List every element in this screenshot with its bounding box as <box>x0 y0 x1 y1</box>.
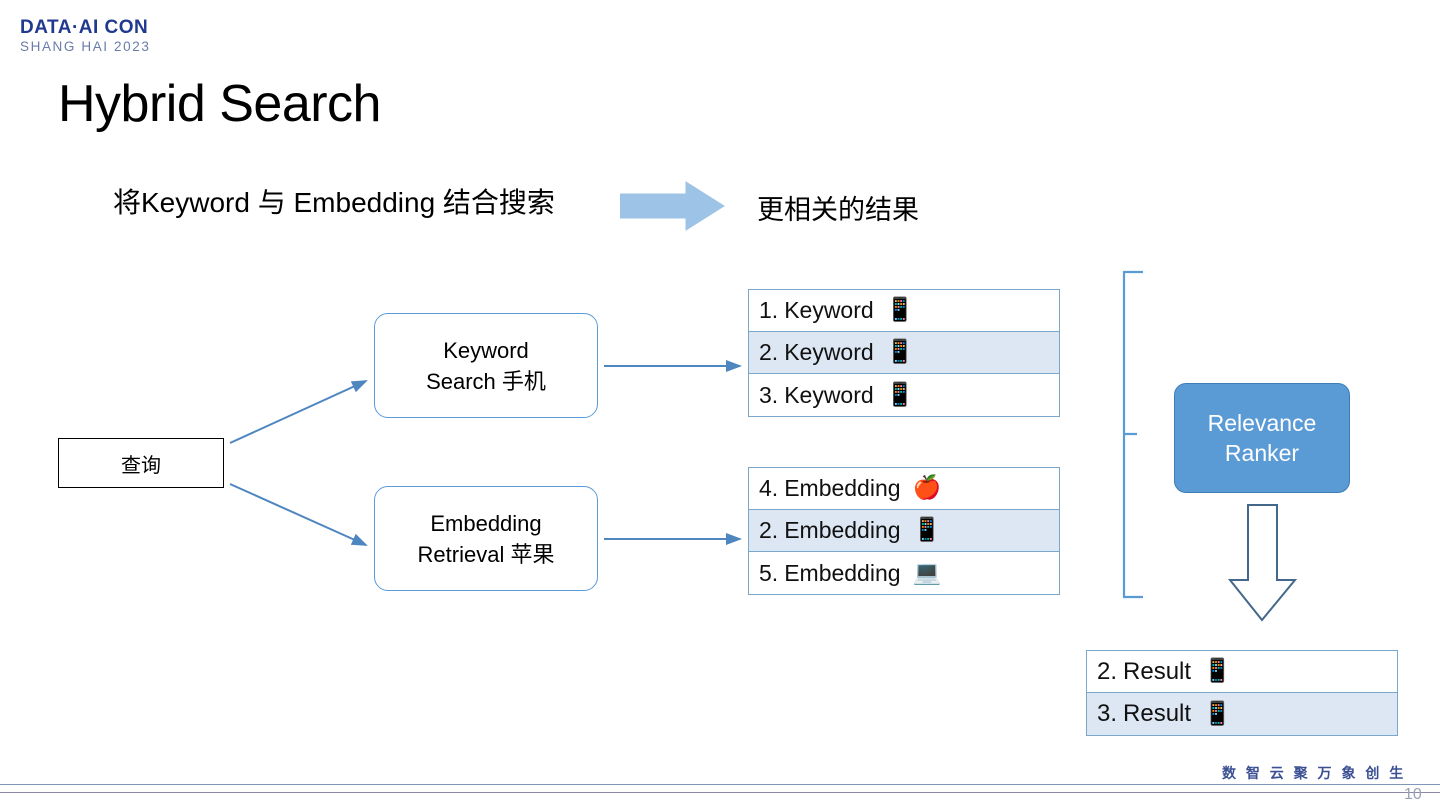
keyword-results-list: 1. Keyword 📱 2. Keyword 📱 3. Keyword 📱 <box>748 289 1060 417</box>
result-rank: 3. <box>759 381 779 408</box>
result-rank: 2. <box>1097 657 1118 685</box>
list-item: 3. Result 📱 <box>1087 693 1397 735</box>
list-item: 5. Embedding 💻 <box>749 552 1059 594</box>
result-label: Embedding <box>784 517 901 543</box>
list-item: 2. Embedding 📱 <box>749 510 1059 552</box>
phone-icon: 📱 <box>885 297 915 323</box>
list-item: 2. Keyword 📱 <box>749 332 1059 374</box>
result-label: Embedding <box>784 475 901 501</box>
stage-keyword-line2: Search 手机 <box>426 368 546 394</box>
footer-slogan: 数 智 云 聚 万 象 创 生 <box>1222 765 1407 781</box>
result-rank: 4. <box>759 475 779 501</box>
logo-sub-text: SHANG HAI 2023 <box>20 39 151 54</box>
phone-apps-icon: 📱 <box>912 517 942 543</box>
list-item: 3. Keyword 📱 <box>749 374 1059 416</box>
list-item: 1. Keyword 📱 <box>749 290 1059 332</box>
result-rank: 2. <box>759 517 779 543</box>
result-label: Result <box>1123 700 1192 727</box>
logo-main-text: DATA·AI CON <box>20 17 149 38</box>
stage-box-embedding-retrieval: Embedding Retrieval 苹果 <box>374 486 598 591</box>
stage-embedding-line1: Embedding <box>430 510 542 536</box>
list-item: 2. Result 📱 <box>1087 651 1397 693</box>
laptop-icon: 💻 <box>912 559 942 586</box>
result-label: Keyword <box>784 381 874 408</box>
page-title: Hybrid Search <box>58 75 381 133</box>
subtitle-left-text: 将Keyword 与 Embedding 结合搜索 <box>113 187 555 218</box>
right-block-arrow-icon <box>620 181 725 231</box>
phone-apps-icon: 📱 <box>885 339 915 365</box>
apple-icon: 🍎 <box>912 475 942 501</box>
result-rank: 1. <box>759 297 779 323</box>
query-box: 查询 <box>58 438 224 488</box>
result-label: Embedding <box>784 559 901 586</box>
result-rank: 2. <box>759 339 779 365</box>
list-item: 4. Embedding 🍎 <box>749 468 1059 510</box>
result-label: Keyword <box>784 297 874 323</box>
result-rank: 5. <box>759 559 779 586</box>
ranker-line2: Ranker <box>1224 440 1300 466</box>
result-label: Keyword <box>784 339 874 365</box>
stage-embedding-line2: Retrieval 苹果 <box>417 541 555 567</box>
query-box-label: 查询 <box>121 454 161 477</box>
stage-keyword-line1: Keyword <box>443 337 529 363</box>
page-number: 10 <box>1404 786 1422 803</box>
final-results-list: 2. Result 📱 3. Result 📱 <box>1086 650 1398 736</box>
subtitle-right-text: 更相关的结果 <box>757 195 919 225</box>
result-label: Result <box>1123 657 1192 685</box>
footer-divider-top <box>0 784 1440 785</box>
phone-outline-icon: 📱 <box>1203 700 1232 727</box>
result-rank: 3. <box>1097 700 1118 727</box>
conference-logo: DATA·AI CON SHANG HAI 2023 <box>20 17 150 55</box>
relevance-ranker-box: Relevance Ranker <box>1174 383 1350 493</box>
stage-box-keyword-search: Keyword Search 手机 <box>374 313 598 418</box>
phone-outline-icon: 📱 <box>885 381 915 408</box>
phone-apps-icon: 📱 <box>1203 658 1232 684</box>
embedding-results-list: 4. Embedding 🍎 2. Embedding 📱 5. Embeddi… <box>748 467 1060 595</box>
footer-divider-bottom <box>0 792 1440 793</box>
ranker-line1: Relevance <box>1207 410 1317 436</box>
